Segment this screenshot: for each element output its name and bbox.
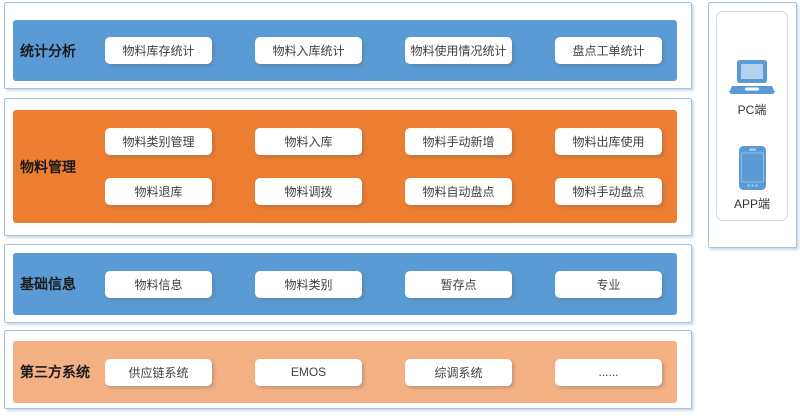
module-box: 物料退库 [105, 178, 212, 205]
module-box-label: 专业 [596, 277, 621, 292]
module-box: 物料类别管理 [105, 128, 212, 155]
module-box-label: 供应链系统 [128, 365, 189, 380]
statistics-band: 统计分析 物料库存统计 物料入库统计 物料使用情况统计 盘点工单统计 [13, 20, 677, 81]
app-label: APP端 [733, 197, 770, 211]
module-box: 物料自动盘点 [405, 178, 512, 205]
module-box: 物料信息 [105, 270, 212, 298]
module-box-label: 物料退库 [134, 185, 183, 199]
pc-label: PC端 [737, 103, 767, 117]
module-box: 物料类别 [255, 270, 362, 298]
module-box: 物料调拨 [255, 178, 362, 205]
section-title: 物料管理 [20, 158, 76, 175]
module-box: 物料手动盘点 [555, 178, 662, 205]
module-box-label: EMOS [290, 365, 327, 379]
module-box: 物料库存统计 [105, 37, 212, 64]
section-material-management: 物料管理 物料类别管理 物料入库 物料手动新增 物料出库使用 物料退库 物料调拨 物料自动… [4, 98, 692, 236]
section-title: 基础信息 [20, 276, 76, 292]
basic-info-band: 基础信息 物料信息 物料类别 暂存点 专业 [13, 253, 677, 315]
section-title: 第三方系统 [20, 364, 90, 380]
section-basic-info: 基础信息 物料信息 物料类别 暂存点 专业 [4, 244, 692, 323]
module-box: ...... [555, 358, 662, 386]
module-box-row: 物料信息 物料类别 暂存点 专业 [105, 270, 677, 298]
section-statistics: 统计分析 物料库存统计 物料入库统计 物料使用情况统计 盘点工单统计 [4, 2, 692, 89]
module-box-label: 物料类别 [284, 277, 333, 292]
section-title: 统计分析 [20, 42, 76, 59]
module-box-label: 物料使用情况统计 [410, 44, 507, 58]
module-box-label: 物料库存统计 [122, 44, 195, 58]
module-box: 物料出库使用 [555, 128, 662, 155]
module-box-label: 物料调拨 [284, 185, 333, 199]
section-third-party: 第三方系统 供应链系统 EMOS 综调系统...... [4, 330, 692, 409]
module-box-row: 物料退库 物料调拨 物料自动盘点 物料手动盘点 [105, 178, 677, 205]
module-box-row: 物料类别管理 物料入库 物料手动新增 物料出库使用 [105, 128, 677, 155]
module-box: 物料入库统计 [255, 37, 362, 64]
module-box: 物料入库 [255, 128, 362, 155]
module-box-label: 物料手动盘点 [572, 185, 645, 199]
module-box-label: 物料类别管理 [122, 135, 195, 149]
module-box-label: 盘点工单统计 [572, 44, 645, 58]
client-panel: PC端 APP端 [708, 2, 797, 248]
module-box-label: 物料入库 [284, 135, 333, 149]
material-management-band: 物料管理 物料类别管理 物料入库 物料手动新增 物料出库使用 物料退库 物料调拨 物料自动… [13, 110, 677, 223]
module-box: 物料手动新增 [405, 128, 512, 155]
module-box-label: 物料出库使用 [572, 135, 645, 149]
module-box: 暂存点 [405, 270, 512, 298]
module-box-label: 物料手动新增 [422, 135, 495, 149]
module-box-label: 综调系统 [434, 365, 483, 380]
module-box-label: ...... [598, 365, 619, 379]
module-box: 专业 [555, 270, 662, 298]
module-box: 供应链系统 [105, 358, 212, 386]
module-box-rows: 物料库存统计 物料入库统计 物料使用情况统计 盘点工单统计 [105, 37, 677, 64]
module-box: EMOS [255, 358, 362, 386]
module-box: 物料使用情况统计 [405, 37, 512, 64]
client-panel-inner: PC端 APP端 [716, 11, 788, 221]
laptop-icon [729, 60, 775, 94]
module-box-label: 物料信息 [134, 277, 183, 292]
module-box-rows: 供应链系统 EMOS 综调系统...... [105, 358, 677, 386]
smartphone-icon [738, 146, 766, 190]
module-box-row: 物料库存统计 物料入库统计 物料使用情况统计 盘点工单统计 [105, 37, 677, 64]
module-box-rows: 物料信息 物料类别 暂存点 专业 [105, 270, 677, 298]
module-box-rows: 物料类别管理 物料入库 物料手动新增 物料出库使用 物料退库 物料调拨 物料自动盘点 物料手… [105, 128, 677, 205]
module-box-label: 暂存点 [440, 277, 477, 292]
module-box-label: 物料自动盘点 [422, 185, 495, 199]
module-box: 盘点工单统计 [555, 37, 662, 64]
module-box-label: 物料入库统计 [272, 44, 345, 58]
module-box: 综调系统 [405, 358, 512, 386]
third-party-band: 第三方系统 供应链系统 EMOS 综调系统...... [13, 341, 677, 403]
module-box-row: 供应链系统 EMOS 综调系统...... [105, 358, 677, 386]
